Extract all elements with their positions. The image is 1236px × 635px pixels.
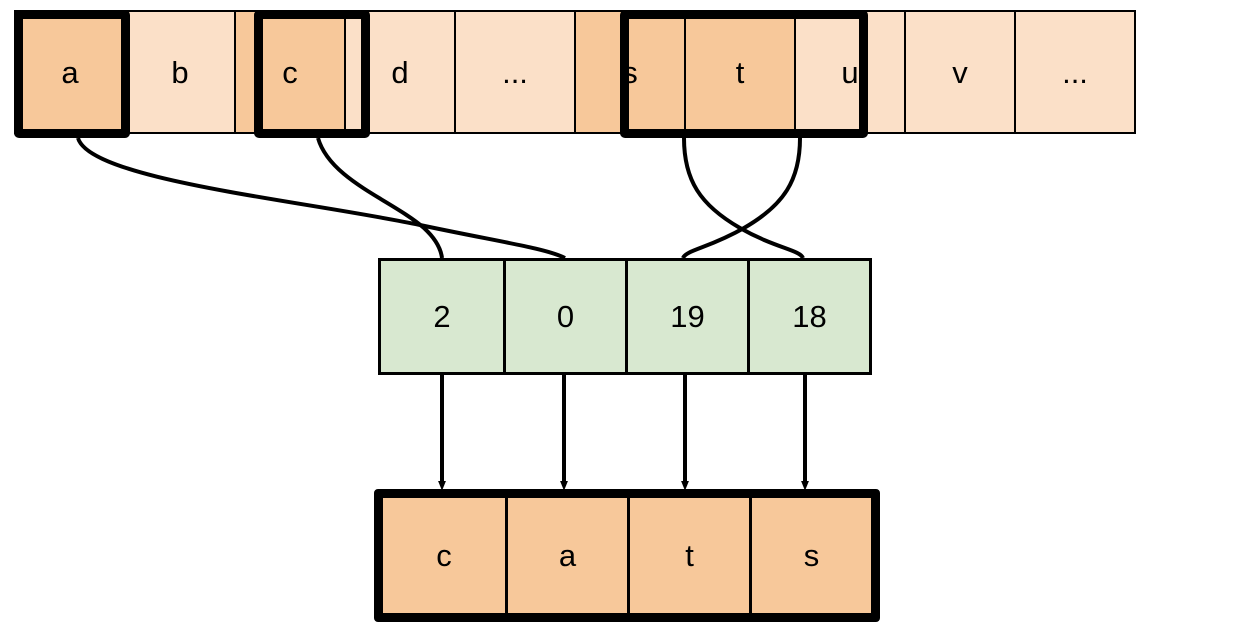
index-cell[interactable]: 19 [625,261,747,372]
alphabet-cell-label: t [735,54,745,90]
output-cell[interactable]: c [383,498,505,613]
output-cell[interactable]: s [749,498,871,613]
alphabet-cell-label: s [622,54,638,90]
alphabet-cell-label: ... [502,54,528,90]
alphabet-cell-label: a [61,54,79,90]
alphabet-cell-ellipsis-1[interactable]: ... [454,10,576,134]
index-cell-value: 19 [670,299,705,334]
index-cell-value: 18 [792,299,827,334]
alphabet-cell-b[interactable]: b [124,10,236,134]
index-cell-value: 2 [433,299,451,334]
output-cell[interactable]: a [505,498,627,613]
alphabet-cell-ellipsis-2[interactable]: ... [1014,10,1136,134]
alphabet-row: a b c d ... s t u v ... [14,10,1136,134]
output-row: c a t s [374,489,880,622]
alphabet-cell-v[interactable]: v [904,10,1016,134]
alphabet-cell-label: v [952,54,968,90]
index-cell-value: 0 [556,299,575,334]
alphabet-cell-u[interactable]: u [794,10,906,134]
output-cell-label: c [436,538,452,573]
alphabet-cell-label: ... [1062,54,1088,90]
index-cell[interactable]: 0 [503,261,625,372]
index-row: 2 0 19 18 [378,258,872,375]
alphabet-cell-t[interactable]: t [684,10,796,134]
index-cell[interactable]: 18 [747,261,869,372]
alphabet-cell-d[interactable]: d [344,10,456,134]
output-cell-label: a [558,538,577,573]
alphabet-cell-s[interactable]: s [574,10,686,134]
output-cell[interactable]: t [627,498,749,613]
output-cell-label: t [685,538,694,573]
curve-t-to-19 [681,137,802,260]
curve-s-to-18 [682,137,805,260]
alphabet-cell-label: b [171,54,189,90]
curve-a-to-0 [76,137,566,260]
alphabet-cell-c[interactable]: c [234,10,346,134]
alphabet-cell-label: u [841,54,859,90]
alphabet-cell-label: d [391,54,409,90]
output-cell-label: s [803,538,820,573]
alphabet-cell-label: c [282,54,298,90]
index-cell[interactable]: 2 [381,261,503,372]
curve-c-to-2 [316,137,444,259]
alphabet-cell-a[interactable]: a [14,10,126,134]
